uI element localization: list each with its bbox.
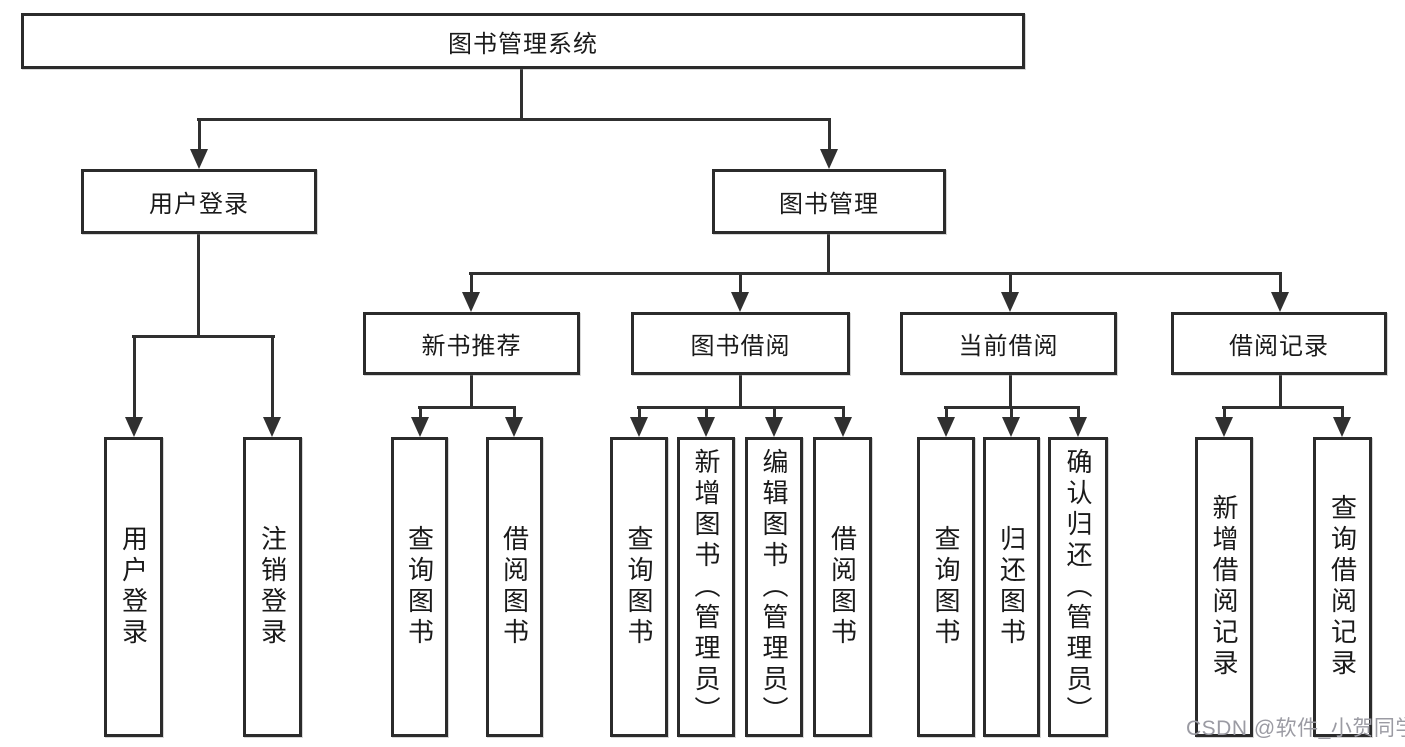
connector-line: [470, 375, 473, 409]
arrow-down-icon: [1001, 272, 1019, 312]
node-user-login: 用户登录: [81, 169, 317, 234]
node-label: 查询图书: [404, 525, 435, 649]
node-label: 用户登录: [149, 191, 249, 218]
node-leaf-bb-edit-books: 编辑图书（管理员）: [745, 437, 803, 737]
arrow-down-icon: [190, 118, 208, 169]
arrow-down-icon: [411, 406, 429, 437]
arrow-down-icon: [1333, 406, 1351, 437]
node-label: 借阅图书: [499, 525, 530, 649]
connector-line: [1279, 375, 1282, 409]
node-label: 新书推荐: [421, 333, 522, 360]
node-leaf-cb-query-books: 查询图书: [917, 437, 975, 737]
node-label: 查询借阅记录: [1327, 494, 1358, 680]
node-leaf-cb-return-books: 归还图书: [983, 437, 1040, 737]
node-label: 图书借阅: [690, 333, 791, 360]
node-current-borrow: 当前借阅: [900, 312, 1117, 375]
connector-line: [1222, 406, 1344, 409]
arrow-down-icon: [937, 406, 955, 437]
node-borrow-records: 借阅记录: [1171, 312, 1387, 375]
node-label: 当前借阅: [958, 333, 1059, 360]
arrow-down-icon: [263, 335, 281, 437]
arrow-down-icon: [765, 406, 783, 437]
node-leaf-br-add-record: 新增借阅记录: [1195, 437, 1253, 737]
node-label: 新增借阅记录: [1209, 494, 1239, 680]
connector-line: [520, 69, 523, 121]
node-new-books: 新书推荐: [363, 312, 580, 375]
node-label: 图书管理: [779, 191, 879, 218]
arrow-down-icon: [125, 335, 143, 437]
node-leaf-cb-confirm-return: 确认归还（管理员）: [1048, 437, 1108, 737]
node-system: 图书管理系统: [21, 13, 1025, 69]
connector-line: [739, 375, 742, 409]
arrow-down-icon: [1002, 406, 1020, 437]
connector-line: [132, 335, 275, 338]
arrow-down-icon: [731, 272, 749, 312]
csdn-watermark: CSDN @软件_小贺同学: [1186, 717, 1405, 740]
connector-line: [827, 234, 830, 275]
node-label: 查询图书: [931, 525, 961, 649]
connector-line: [197, 118, 831, 121]
node-leaf-nb-query-books: 查询图书: [391, 437, 448, 737]
node-label: 查询图书: [624, 525, 654, 649]
arrow-down-icon: [834, 406, 852, 437]
node-label: 确认归还（管理员）: [1063, 447, 1093, 727]
node-label: 借阅图书: [827, 525, 858, 649]
node-label: 编辑图书（管理员）: [759, 447, 789, 727]
node-leaf-bb-borrow-books: 借阅图书: [813, 437, 872, 737]
node-leaf-logout: 注销登录: [243, 437, 302, 737]
node-leaf-nb-borrow-books: 借阅图书: [486, 437, 543, 737]
arrow-down-icon: [462, 272, 480, 312]
arrow-down-icon: [1271, 272, 1289, 312]
node-label: 新增图书（管理员）: [691, 447, 721, 727]
connector-line: [637, 406, 845, 409]
connector-line: [469, 272, 1282, 275]
node-book-mgmt: 图书管理: [712, 169, 946, 234]
arrow-down-icon: [630, 406, 648, 437]
arrow-down-icon: [1215, 406, 1233, 437]
node-label: 注销登录: [257, 525, 288, 649]
node-book-borrow: 图书借阅: [631, 312, 850, 375]
connector-line: [1009, 375, 1012, 409]
node-label: 图书管理系统: [448, 30, 598, 58]
connector-line: [418, 406, 516, 409]
arrow-down-icon: [697, 406, 715, 437]
node-label: 借阅记录: [1229, 333, 1329, 360]
node-label: 用户登录: [118, 525, 149, 649]
node-leaf-br-query-record: 查询借阅记录: [1313, 437, 1372, 737]
node-leaf-user-login: 用户登录: [104, 437, 163, 737]
arrow-down-icon: [505, 406, 523, 437]
node-leaf-bb-add-books: 新增图书（管理员）: [677, 437, 735, 737]
connector-line: [197, 234, 200, 338]
node-label: 归还图书: [996, 525, 1027, 649]
arrow-down-icon: [820, 118, 838, 169]
arrow-down-icon: [1069, 406, 1087, 437]
node-leaf-bb-query-books: 查询图书: [610, 437, 668, 737]
